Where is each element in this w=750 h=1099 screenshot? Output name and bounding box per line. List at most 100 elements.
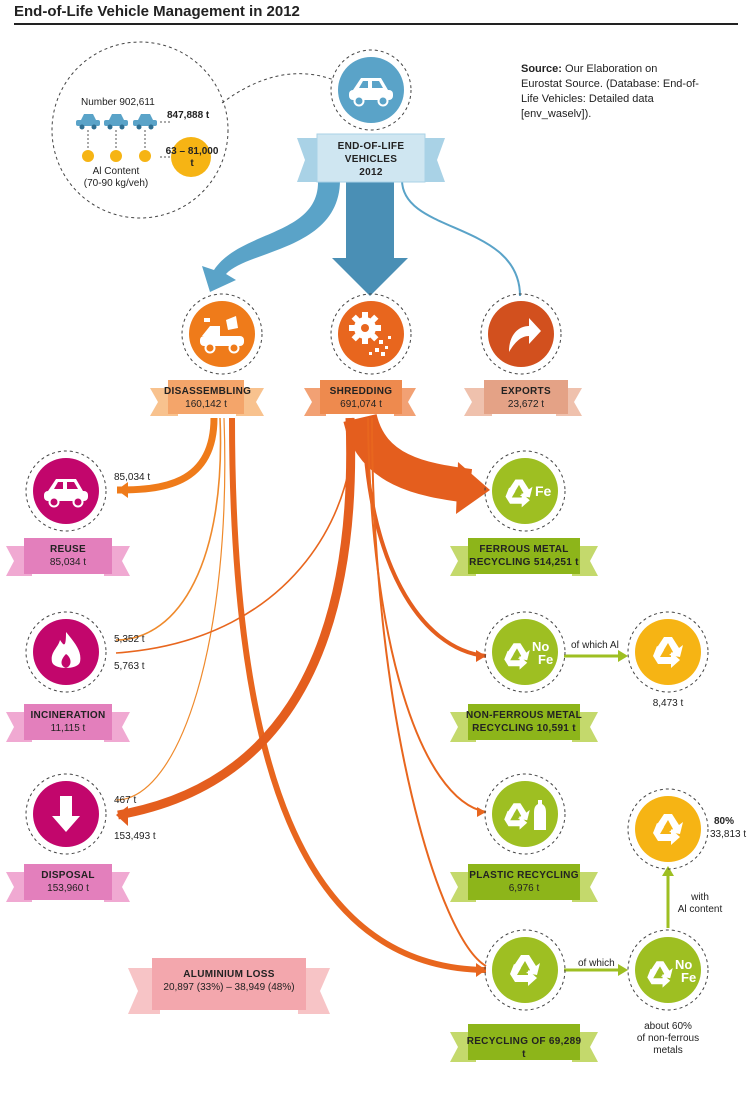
label-exports-name: EXPORTS [501,386,551,397]
label-exports: EXPORTS 23,672 t [484,385,568,411]
callout-dashes [87,121,172,158]
flow-dis-recycling [229,417,487,973]
label-ferrous-line2: RECYCLING 514,251 t [469,557,579,568]
label-incineration: INCINERATION 11,115 t [24,709,112,735]
ribbon-nonferrous [450,704,598,742]
label-disposal-name: DISPOSAL [41,870,95,881]
label-disassembling-name: DISASSEMBLING [164,386,252,397]
disassembly-car-icon [181,293,263,375]
callout-dots [82,150,151,162]
aluminium-recycle-icon [627,611,709,693]
label-nonferrous-line1: NON-FERROUS METAL [465,710,583,721]
label-shredding: SHREDDING 691,074 t [320,385,402,411]
label-nonferrous: NON-FERROUS METAL RECYCLING 10,591 t [464,709,584,735]
ribbon-elv [297,133,445,183]
label-plastic-line2: 6,976 t [508,883,540,894]
label-elv: END-OF-LIFE VEHICLES 2012 [317,140,425,179]
down-arrow-icon [25,773,107,855]
label-reuse-value: 85,034 t [49,557,87,568]
flow-elv-disassembling [202,180,340,292]
flow-label-disp-a: 467 t [114,795,137,806]
label-aluminium-loss-value: 20,897 (33%) – 38,949 (48%) [163,982,295,993]
source-label: Source: [521,63,562,75]
nonferrous-metals-recycle-icon [627,929,709,1011]
label-incineration-value: 11,115 t [50,723,86,734]
flow-elv-exports [401,179,521,297]
ribbon-disassembling [150,380,264,416]
label-ferrous-line1: FERROUS METAL [479,544,569,555]
flow-shr-plastic [367,417,487,813]
ribbon-disposal [6,864,130,902]
flow-label-about-line2: of non-ferrous [636,1033,700,1044]
flow-label-incin-b: 5,763 t [114,661,145,672]
flow-label-of-which-al: of which Al [571,640,619,651]
source-text: Our Elaboration on Eurostat Source. (Dat… [521,63,699,120]
nonferrous-recycle-icon [484,611,566,693]
flow-label-about: about 60% of non-ferrous metals [628,1021,708,1057]
source-note: Source: Our Elaboration on Eurostat Sour… [521,62,701,122]
label-disassembling: DISASSEMBLING 160,142 t [164,385,252,411]
label-plastic-line1: PLASTIC RECYCLING [469,870,579,881]
plastic-recycle-icon [484,773,566,855]
flow-label-with-al: with Al content [668,892,732,916]
label-shredding-value: 691,074 t [340,399,382,410]
label-reuse: REUSE 85,034 t [24,543,112,569]
recycle-icon [484,929,566,1011]
elv-car-icon [330,49,412,131]
label-elv-line2: VEHICLES [344,154,398,165]
callout-cars-icon [76,114,157,130]
flow-label-disp-b: 153,493 t [114,831,156,842]
callout-al-content-line1: Al Content [92,166,140,177]
flow-dis-disposal [115,417,226,801]
page-title: End-of-Life Vehicle Management in 2012 [14,3,300,20]
label-recycling: RECYCLING OF 69,289 t [464,1035,584,1061]
ribbon-shredding [304,380,416,416]
flow-shr-nonferrous [362,417,487,658]
label-ferrous: FERROUS METAL RECYCLING 514,251 t [468,543,580,569]
flow-elv-shredding [332,180,408,296]
nonferrous-metals-fe-text: Fe [681,970,697,985]
ribbon-exports [464,380,582,416]
ribbon-recycling [450,1024,598,1062]
flow-shr-ferrous [343,413,473,503]
fire-icon [25,611,107,693]
label-aluminium-loss-name: ALUMINIUM LOSS [183,969,275,980]
flow-shr-recycling [371,417,487,967]
flow-label-of-which: of which [578,958,615,969]
nonferrous-fe-text: Fe [538,652,554,667]
flow-label-pct-value: 33,813 t [710,829,747,840]
callout-weight: 847,888 t [167,110,210,121]
callout-number: Number 902,611 [81,97,155,108]
ribbon-plastic [450,864,598,902]
callout-al-content-line2: (70-90 kg/veh) [83,178,149,189]
title-rule [14,23,738,25]
flow-shr-disposal [117,417,356,820]
flow-dis-incineration [115,417,222,641]
flow-dis-reuse [116,417,218,494]
flow-label-about-line3: metals [653,1045,683,1056]
al-content-circle [171,137,211,177]
ribbon-ferrous [450,538,598,576]
ferrous-recycle-icon [484,450,566,532]
flow-label-with-line1: with [691,892,709,903]
ribbon-incineration [6,704,130,742]
label-reuse-name: REUSE [50,544,86,555]
flow-label-reuse: 85,034 t [114,472,151,483]
label-elv-year: 2012 [359,167,383,178]
nonferrous-no-text: No [532,639,550,654]
ribbon-aluminium-loss [128,958,330,1014]
label-aluminium-loss: ALUMINIUM LOSS 20,897 (33%) – 38,949 (48… [152,968,306,994]
label-shredding-name: SHREDDING [329,386,393,397]
label-elv-line1: END-OF-LIFE [337,141,405,152]
flow-label-incin-a: 5,352 t [114,634,145,645]
flow-label-pct: 80% [714,816,735,827]
shredder-gear-icon [330,293,412,375]
al-content-recycle-icon [627,788,709,870]
ribbon-reuse [6,538,130,576]
label-disposal-value: 153,960 t [47,883,89,894]
label-disassembling-value: 160,142 t [185,399,227,410]
callout-al-value: 63 – 81,000 t [165,146,219,169]
callout-circle [51,41,229,219]
label-incineration-name: INCINERATION [30,710,106,721]
